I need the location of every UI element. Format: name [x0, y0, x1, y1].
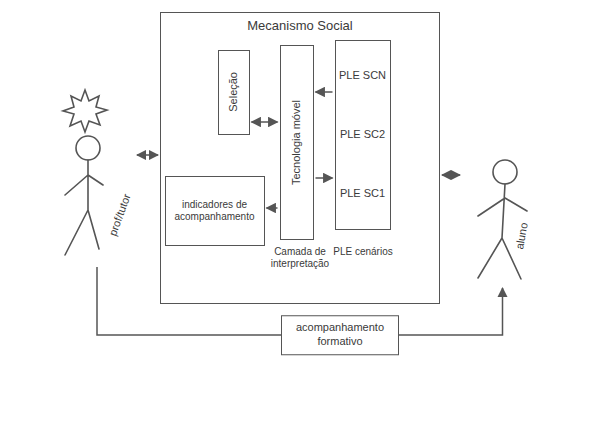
figure-body: [65, 160, 103, 255]
figure-head: [493, 160, 517, 184]
connector-arrow: [137, 154, 158, 156]
connector-group: [97, 92, 503, 335]
connector-arrow: [252, 121, 278, 123]
layer-box: Tecnologia móvel: [280, 45, 314, 240]
box-caption: Camada de interpretação: [262, 246, 338, 270]
box-text: PLE SCN: [339, 69, 386, 82]
teacher-figure: [63, 90, 107, 255]
connector-arrow: [316, 177, 333, 179]
actor-figure: prof/tutor: [40, 80, 135, 265]
spiky-hat: [63, 90, 107, 132]
box-text: indicadores de acompanhamento: [166, 199, 264, 223]
box-text: Seleção: [227, 72, 240, 112]
actor-name: aluno: [513, 222, 531, 251]
connector-arrow: [442, 174, 460, 176]
box-text: PLE SC1: [340, 187, 385, 200]
box-text: Tecnologia móvel: [290, 100, 303, 185]
connector-arrow: [316, 91, 333, 93]
actor-name: prof/tutor: [106, 192, 133, 238]
actor-figure: aluno: [462, 158, 552, 285]
box-caption: PLE cenários: [330, 246, 396, 258]
frame-title: Mecanismo Social: [247, 18, 353, 34]
scenario-box: PLE SCN PLE SC2PLE SC1: [335, 40, 391, 230]
indicator-box: indicadores de acompanhamento: [165, 176, 265, 246]
connector-arrow: [267, 207, 278, 209]
figure-head: [76, 136, 100, 160]
box-text: PLE SC2: [340, 128, 385, 141]
selection-box: Seleção: [218, 50, 250, 135]
student-figure: [478, 160, 527, 279]
edge-label: acompanhamento formativo: [281, 315, 399, 355]
